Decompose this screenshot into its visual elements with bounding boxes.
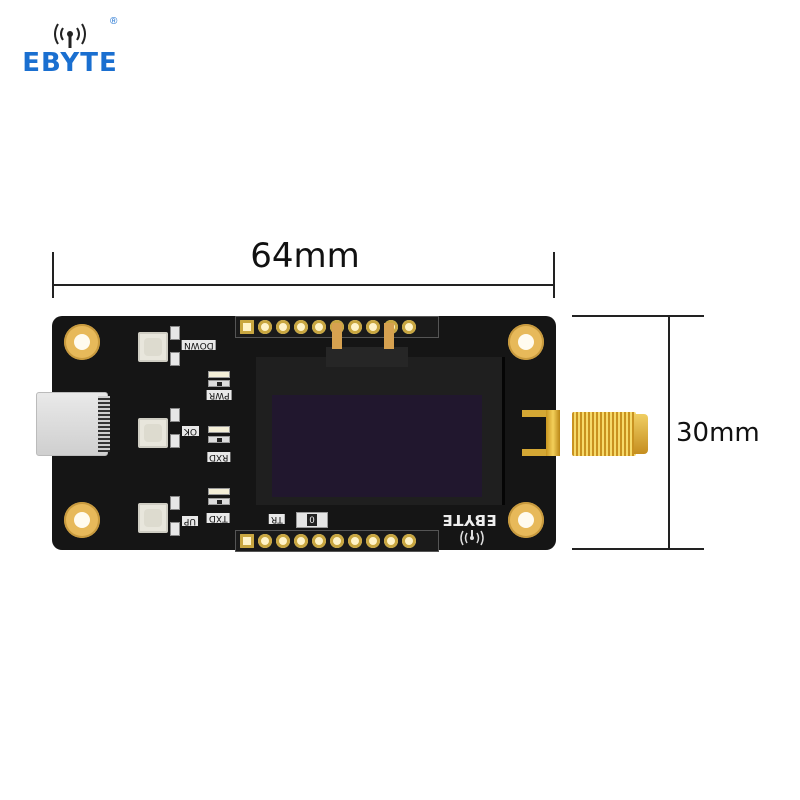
pwr-led	[208, 371, 230, 378]
pin-icon	[258, 534, 272, 548]
flex-pad	[384, 323, 394, 349]
txd-resistor	[208, 498, 230, 505]
pin-icon	[240, 320, 254, 334]
display-flex-connector	[326, 323, 408, 367]
pin-icon	[402, 534, 416, 548]
mounting-hole-top-right	[508, 324, 544, 360]
height-dimension-bottom-line	[572, 548, 704, 550]
pin-icon	[276, 320, 290, 334]
usb-c-port[interactable]	[36, 392, 108, 456]
pwr-resistor	[208, 380, 230, 387]
tr-label: TR	[269, 514, 285, 524]
usb-c-pins	[98, 396, 110, 452]
up-label: UP	[182, 516, 199, 526]
pin-header-bottom	[235, 530, 439, 552]
tr-switch[interactable]	[296, 512, 328, 528]
ok-label: OK	[182, 426, 199, 436]
sma-leg	[522, 449, 550, 456]
smd-component	[170, 326, 180, 340]
pin-icon	[276, 534, 290, 548]
sma-connector-tip	[634, 414, 648, 454]
oled-display	[256, 323, 505, 505]
smd-component	[170, 352, 180, 366]
pin-icon	[384, 534, 398, 548]
txd-led	[208, 488, 230, 495]
smd-component	[170, 434, 180, 448]
pin-icon	[366, 534, 380, 548]
oled-screen	[272, 395, 482, 497]
rxd-led	[208, 426, 230, 433]
pin-icon	[330, 534, 344, 548]
mounting-hole-bottom-right	[508, 502, 544, 538]
pin-icon	[240, 534, 254, 548]
width-dimension-tick-left	[52, 252, 54, 298]
pin-icon	[312, 320, 326, 334]
txd-label: TXD	[207, 513, 230, 523]
sma-antenna-connector[interactable]	[572, 412, 636, 456]
sma-flange	[546, 410, 560, 456]
smd-component	[170, 496, 180, 510]
rxd-label: RXD	[207, 452, 231, 462]
board-brand-text: EBYTE	[442, 511, 497, 529]
mounting-hole-top-left	[64, 324, 100, 360]
ok-button[interactable]	[138, 418, 168, 448]
sma-leg	[522, 410, 550, 417]
rxd-resistor	[208, 436, 230, 443]
down-label: DOWN	[182, 340, 216, 350]
pwr-label: PWR	[207, 390, 232, 400]
smd-component	[170, 522, 180, 536]
pin-icon	[402, 320, 416, 334]
registered-mark: ®	[110, 16, 118, 27]
width-dimension-tick-right	[553, 252, 555, 298]
pin-icon	[366, 320, 380, 334]
wireless-signal-icon	[460, 530, 484, 546]
pin-icon	[294, 320, 308, 334]
up-button[interactable]	[138, 503, 168, 533]
pin-icon	[312, 534, 326, 548]
height-dimension-top-line	[572, 315, 704, 317]
height-dimension-line	[668, 315, 670, 550]
pin-icon	[348, 534, 362, 548]
smd-component	[170, 408, 180, 422]
pin-icon	[348, 320, 362, 334]
width-dimension-label: 64mm	[250, 236, 360, 276]
pin-icon	[294, 534, 308, 548]
sma-connector-base	[522, 410, 570, 456]
mounting-hole-bottom-left	[64, 502, 100, 538]
height-dimension-label: 30mm	[676, 418, 760, 448]
down-button[interactable]	[138, 332, 168, 362]
pin-icon	[258, 320, 272, 334]
width-dimension-line	[52, 284, 555, 286]
brand-name: EBYTE	[22, 48, 118, 78]
wireless-signal-icon	[54, 23, 86, 48]
flex-pad	[332, 323, 342, 349]
ebyte-logo: ® EBYTE	[14, 12, 126, 76]
